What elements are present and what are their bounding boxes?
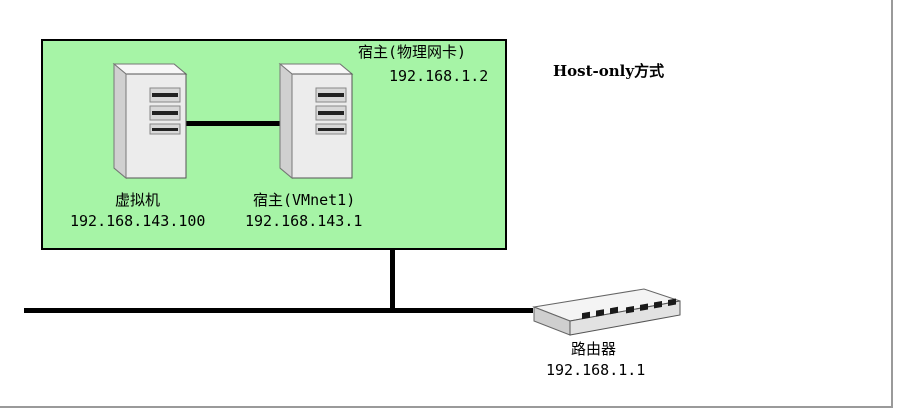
- host-physical-ip: 192.168.1.2: [389, 67, 489, 85]
- virtual-machine-name: 虚拟机: [115, 191, 161, 209]
- host-vmnet-ip: 192.168.143.1: [245, 212, 363, 230]
- router-name: 路由器: [571, 340, 617, 358]
- host-physical-name: 宿主(物理网卡): [358, 43, 467, 61]
- diagram-title: Host-only方式: [553, 62, 665, 80]
- host-to-bus-link: [390, 250, 395, 312]
- network-bus: [24, 308, 533, 313]
- diagram-frame: [0, 0, 893, 408]
- router-icon: [532, 288, 681, 336]
- host-vmnet-name: 宿主(VMnet1): [253, 191, 356, 209]
- virtual-machine-ip: 192.168.143.100: [70, 212, 206, 230]
- server-icon: [278, 62, 354, 180]
- server-icon: [112, 62, 188, 180]
- vm-to-vmnet-link: [183, 121, 281, 126]
- router-ip: 192.168.1.1: [546, 361, 646, 379]
